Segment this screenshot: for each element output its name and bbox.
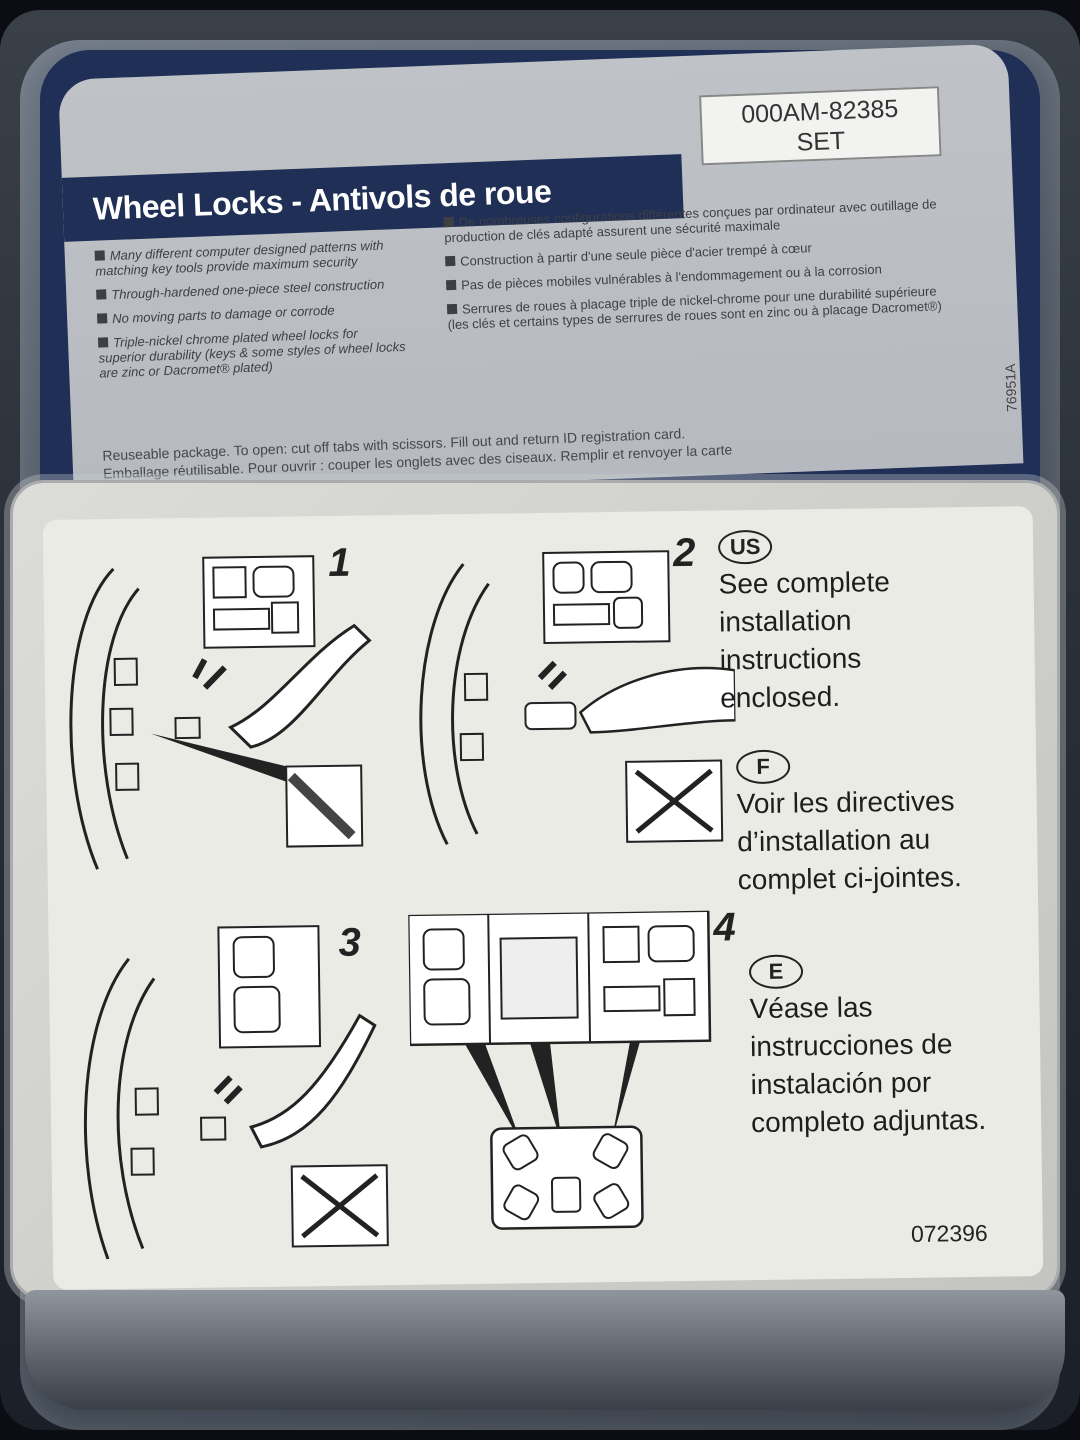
features-english: Many different computer designed pattern… bbox=[94, 237, 410, 390]
bottom-plastic-edge bbox=[25, 1290, 1065, 1410]
feature-en-4: Triple-nickel chrome plated wheel locks … bbox=[97, 325, 406, 381]
step-4-number: 4 bbox=[713, 905, 736, 950]
bullet-square-icon bbox=[446, 303, 458, 315]
bullet-square-icon bbox=[96, 289, 107, 300]
card-code: 072396 bbox=[910, 1219, 988, 1247]
product-info-panel: 000AM-82385 SET Wheel Locks - Antivols d… bbox=[58, 43, 1024, 500]
step-3-number: 3 bbox=[338, 920, 362, 965]
step-4-illustration bbox=[408, 910, 712, 1230]
features-french: De nombreuses configurations différentes… bbox=[443, 196, 957, 341]
step-2-illustration bbox=[419, 550, 737, 846]
e-instructions-text: Véase las instrucciones de instalación p… bbox=[749, 991, 987, 1139]
side-code: 76951A bbox=[1001, 363, 1020, 413]
feature-en-1: Many different computer designed pattern… bbox=[94, 237, 384, 279]
part-number-label: 000AM-82385 SET bbox=[699, 86, 942, 166]
f-instructions-text: Voir les directives d’installation au co… bbox=[736, 785, 963, 896]
bullet-square-icon bbox=[445, 255, 456, 267]
f-language-badge: F bbox=[735, 749, 791, 785]
feature-en-2: Through-hardened one-piece steel constru… bbox=[96, 276, 406, 303]
bullet-square-icon bbox=[445, 279, 457, 291]
step-3-illustration bbox=[83, 925, 389, 1260]
instruction-card: 1 2 US See complete instal bbox=[10, 480, 1060, 1300]
feature-en-3: No moving parts to damage or corrode bbox=[96, 300, 407, 327]
instruction-sheet: 1 2 US See complete instal bbox=[42, 506, 1044, 1290]
bullet-square-icon bbox=[443, 216, 454, 228]
bullet-square-icon bbox=[96, 313, 108, 324]
us-instructions-text: See complete installation instructions e… bbox=[718, 566, 891, 714]
step-1-number: 1 bbox=[327, 540, 351, 585]
step-2-number: 2 bbox=[672, 530, 696, 576]
bullet-square-icon bbox=[97, 337, 109, 348]
us-language-badge: US bbox=[717, 529, 773, 565]
bullet-square-icon bbox=[94, 250, 105, 261]
step-1-illustration bbox=[69, 555, 372, 870]
e-language-badge: E bbox=[748, 954, 804, 990]
blister-package: 000AM-82385 SET Wheel Locks - Antivols d… bbox=[0, 10, 1080, 1430]
